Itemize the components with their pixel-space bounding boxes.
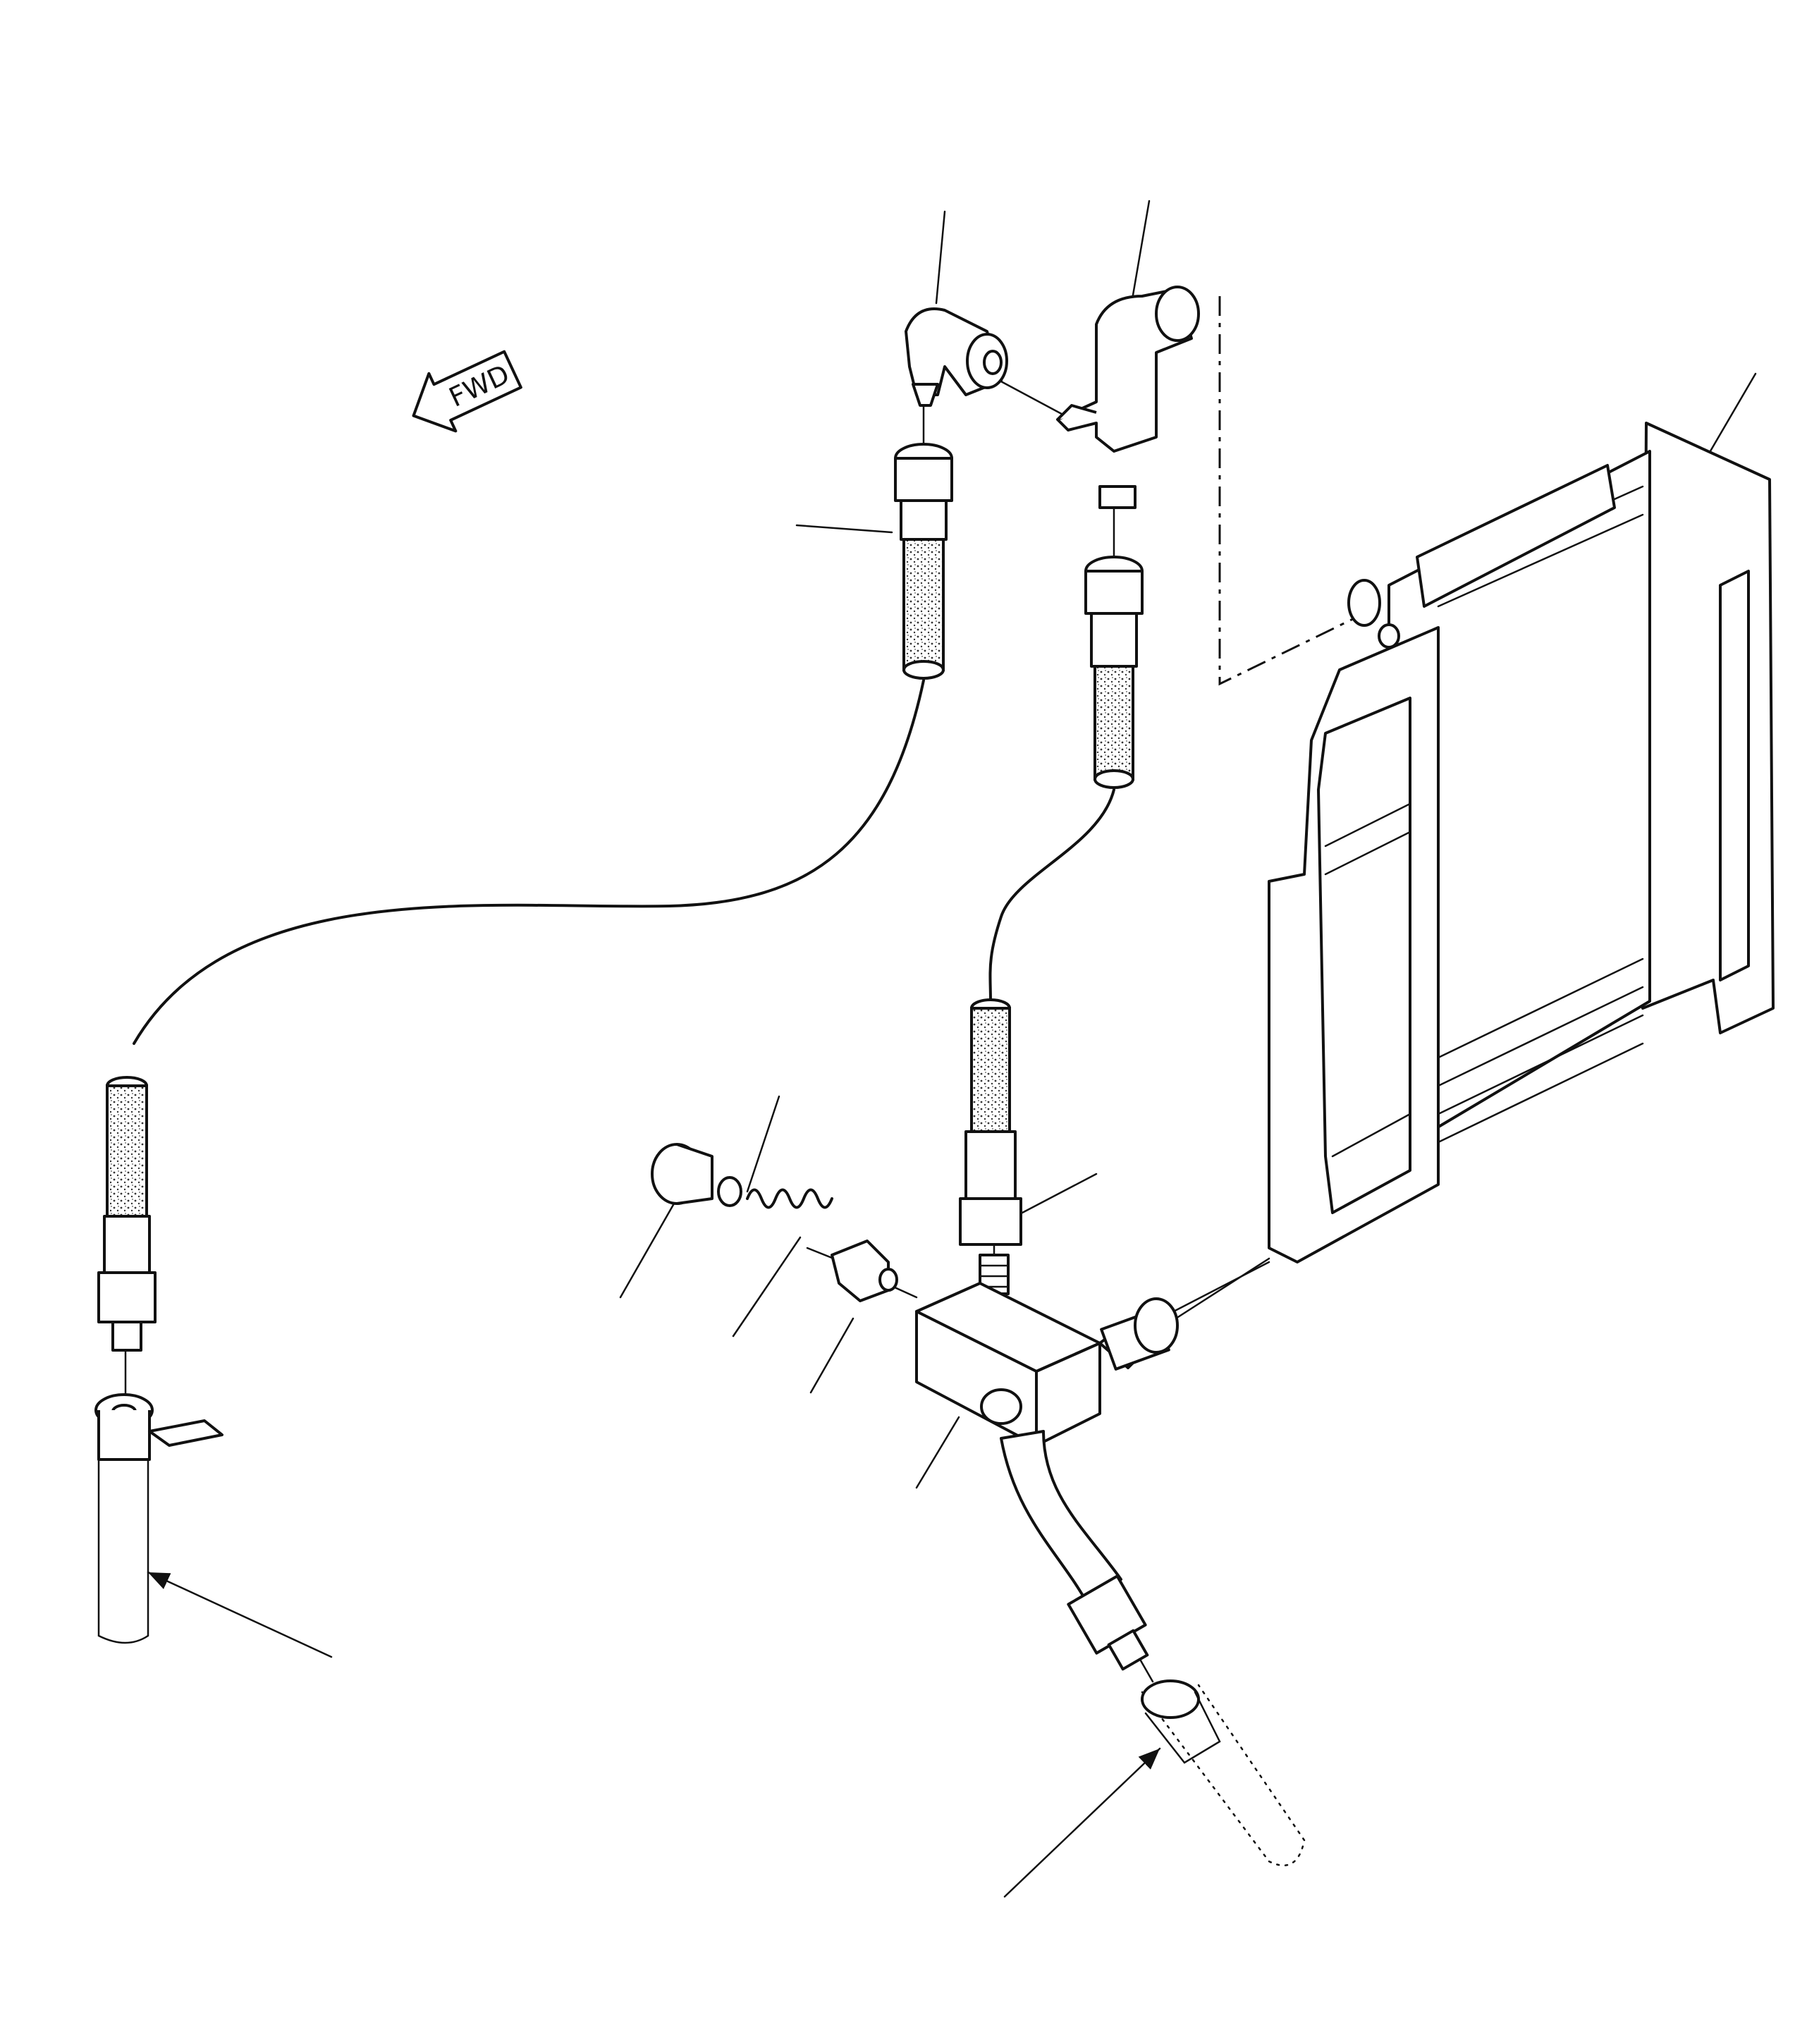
fwd-arrow-icon: FWD bbox=[412, 350, 522, 433]
oil-cooler-radiator bbox=[1268, 422, 1775, 1263]
leader-lines bbox=[619, 200, 1757, 1489]
valve-block bbox=[915, 1282, 1144, 1447]
hose-routing-lines bbox=[133, 679, 1115, 1045]
elbow-fitting-left bbox=[905, 307, 1008, 407]
hose-lower-right bbox=[1000, 1430, 1149, 1671]
elbow-tee-fitting-right bbox=[1056, 286, 1200, 509]
hose-upper-left bbox=[894, 443, 953, 680]
hose-upper-right bbox=[1084, 556, 1144, 789]
block-side-fitting bbox=[1100, 1297, 1179, 1371]
hose-lower-left bbox=[97, 1076, 157, 1352]
assembly-centerlines bbox=[124, 296, 1358, 1683]
pipe-lower-right bbox=[1141, 1679, 1306, 1866]
hose-middle bbox=[959, 998, 1022, 1295]
pointer-arrows bbox=[147, 1571, 1161, 1898]
pipe-bracket-lower-left bbox=[94, 1393, 223, 1644]
check-valve-parts bbox=[651, 1143, 898, 1302]
